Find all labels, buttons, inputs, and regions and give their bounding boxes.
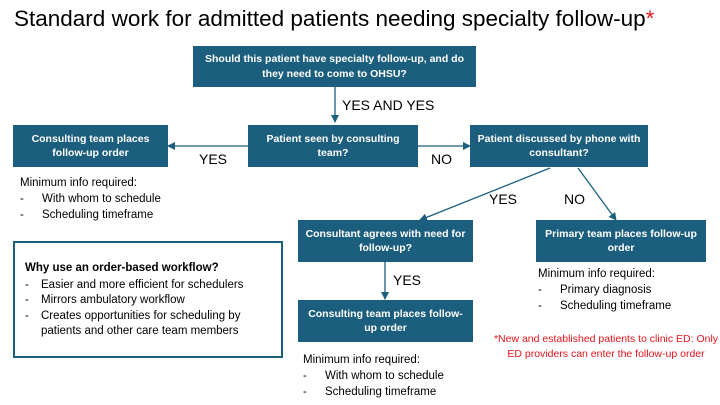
label-no-phone: NO [564,191,585,207]
label-yes-left: YES [199,151,228,167]
why-order-based-box: Why use an order-based workflow? -Easier… [13,241,283,358]
box-patient-seen: Patient seen by consulting team? [248,125,418,167]
info-primary-heading: Minimum info required: [538,268,655,280]
label-yes-phone: YES [489,191,518,207]
arrow-phone-to-primary [577,167,617,221]
list-item: -With whom to schedule [303,370,444,382]
info-left-heading: Minimum info required: [20,177,137,189]
page-title: Standard work for admitted patients need… [14,6,655,31]
list-item: -Easier and more efficient for scheduler… [25,278,244,291]
info-primary: Minimum info required: -Primary diagnosi… [538,266,671,314]
list-item: -Creates opportunities for scheduling by… [25,309,241,338]
box-primary-team-places: Primary team places follow-up order [536,220,706,262]
box-consulting-team-places-bottom: Consulting team places follow-up order [298,300,473,342]
list-item: -With whom to schedule [20,193,161,205]
list-item: -Mirrors ambulatory workflow [25,294,185,306]
box-consulting-team-places-left: Consulting team places follow-up order [13,125,168,167]
why-heading: Why use an order-based workflow? [25,262,219,274]
box-should-follow-up: Should this patient have specialty follo… [193,46,476,87]
label-yes-and-yes: YES AND YES [342,97,435,113]
info-bottom: Minimum info required: -With whom to sch… [303,352,444,400]
info-bottom-heading: Minimum info required: [303,354,420,366]
label-no-right: NO [431,151,452,167]
list-item: -Primary diagnosis [538,284,652,296]
title-asterisk: * [645,6,655,31]
list-item: -Scheduling timeframe [538,300,672,312]
list-item: -Scheduling timeframe [303,386,437,398]
footnote: *New and established patients to clinic … [493,333,719,360]
box-consultant-agrees: Consultant agrees with need for follow-u… [298,220,473,262]
arrow-phone-to-agrees [419,167,551,222]
box-discussed-by-phone: Patient discussed by phone with consulta… [470,125,648,167]
info-left: Minimum info required: -With whom to sch… [20,175,161,223]
label-yes-agree: YES [393,272,422,288]
list-item: -Scheduling timeframe [20,209,154,221]
